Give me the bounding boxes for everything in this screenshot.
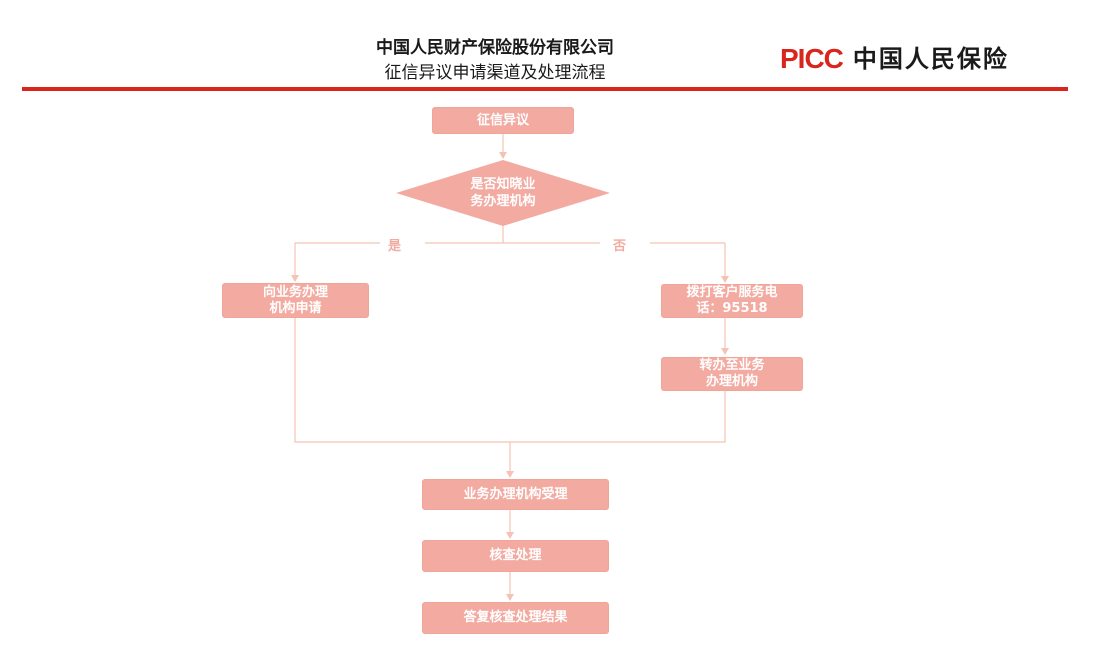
node-reply-result: 答复核查处理结果 (422, 602, 609, 634)
node-institution-accepts: 业务办理机构受理 (422, 479, 609, 510)
node-transfer-to-institution: 转办至业务 办理机构 (661, 357, 803, 391)
node-transfer-line2: 办理机构 (705, 374, 758, 389)
logo-text: 中国人民保险 (852, 45, 1009, 73)
logo-mark: PICC (780, 43, 844, 74)
branch-yes-label: 是 (388, 239, 402, 254)
node-call-hotline: 拨打客户服务电 话：95518 (661, 284, 803, 318)
decision-line2: 务办理机构 (470, 194, 536, 209)
company-name: 中国人民财产保险股份有限公司 (376, 38, 614, 58)
node-start: 征信异议 (432, 107, 574, 134)
node-apply-line1: 向业务办理 (262, 284, 328, 300)
branch-no-label: 否 (613, 239, 627, 254)
header-divider (22, 87, 1068, 91)
decision-text: 是否知晓业 务办理机构 (440, 176, 566, 210)
node-apply-line2: 机构申请 (269, 300, 322, 316)
decision-line1: 是否知晓业 (470, 177, 536, 192)
node-call-line1: 拨打客户服务电 (686, 285, 778, 300)
node-apply-to-institution: 向业务办理 机构申请 (222, 283, 369, 318)
node-verify-process: 核查处理 (422, 540, 609, 572)
picc-logo: PICC 中国人民保险 (780, 44, 1009, 74)
node-call-line2: 话：95518 (696, 301, 768, 316)
node-transfer-line1: 转办至业务 (699, 358, 765, 373)
decision-diamond (396, 160, 610, 226)
page-title: 征信异议申请渠道及处理流程 (384, 63, 606, 83)
